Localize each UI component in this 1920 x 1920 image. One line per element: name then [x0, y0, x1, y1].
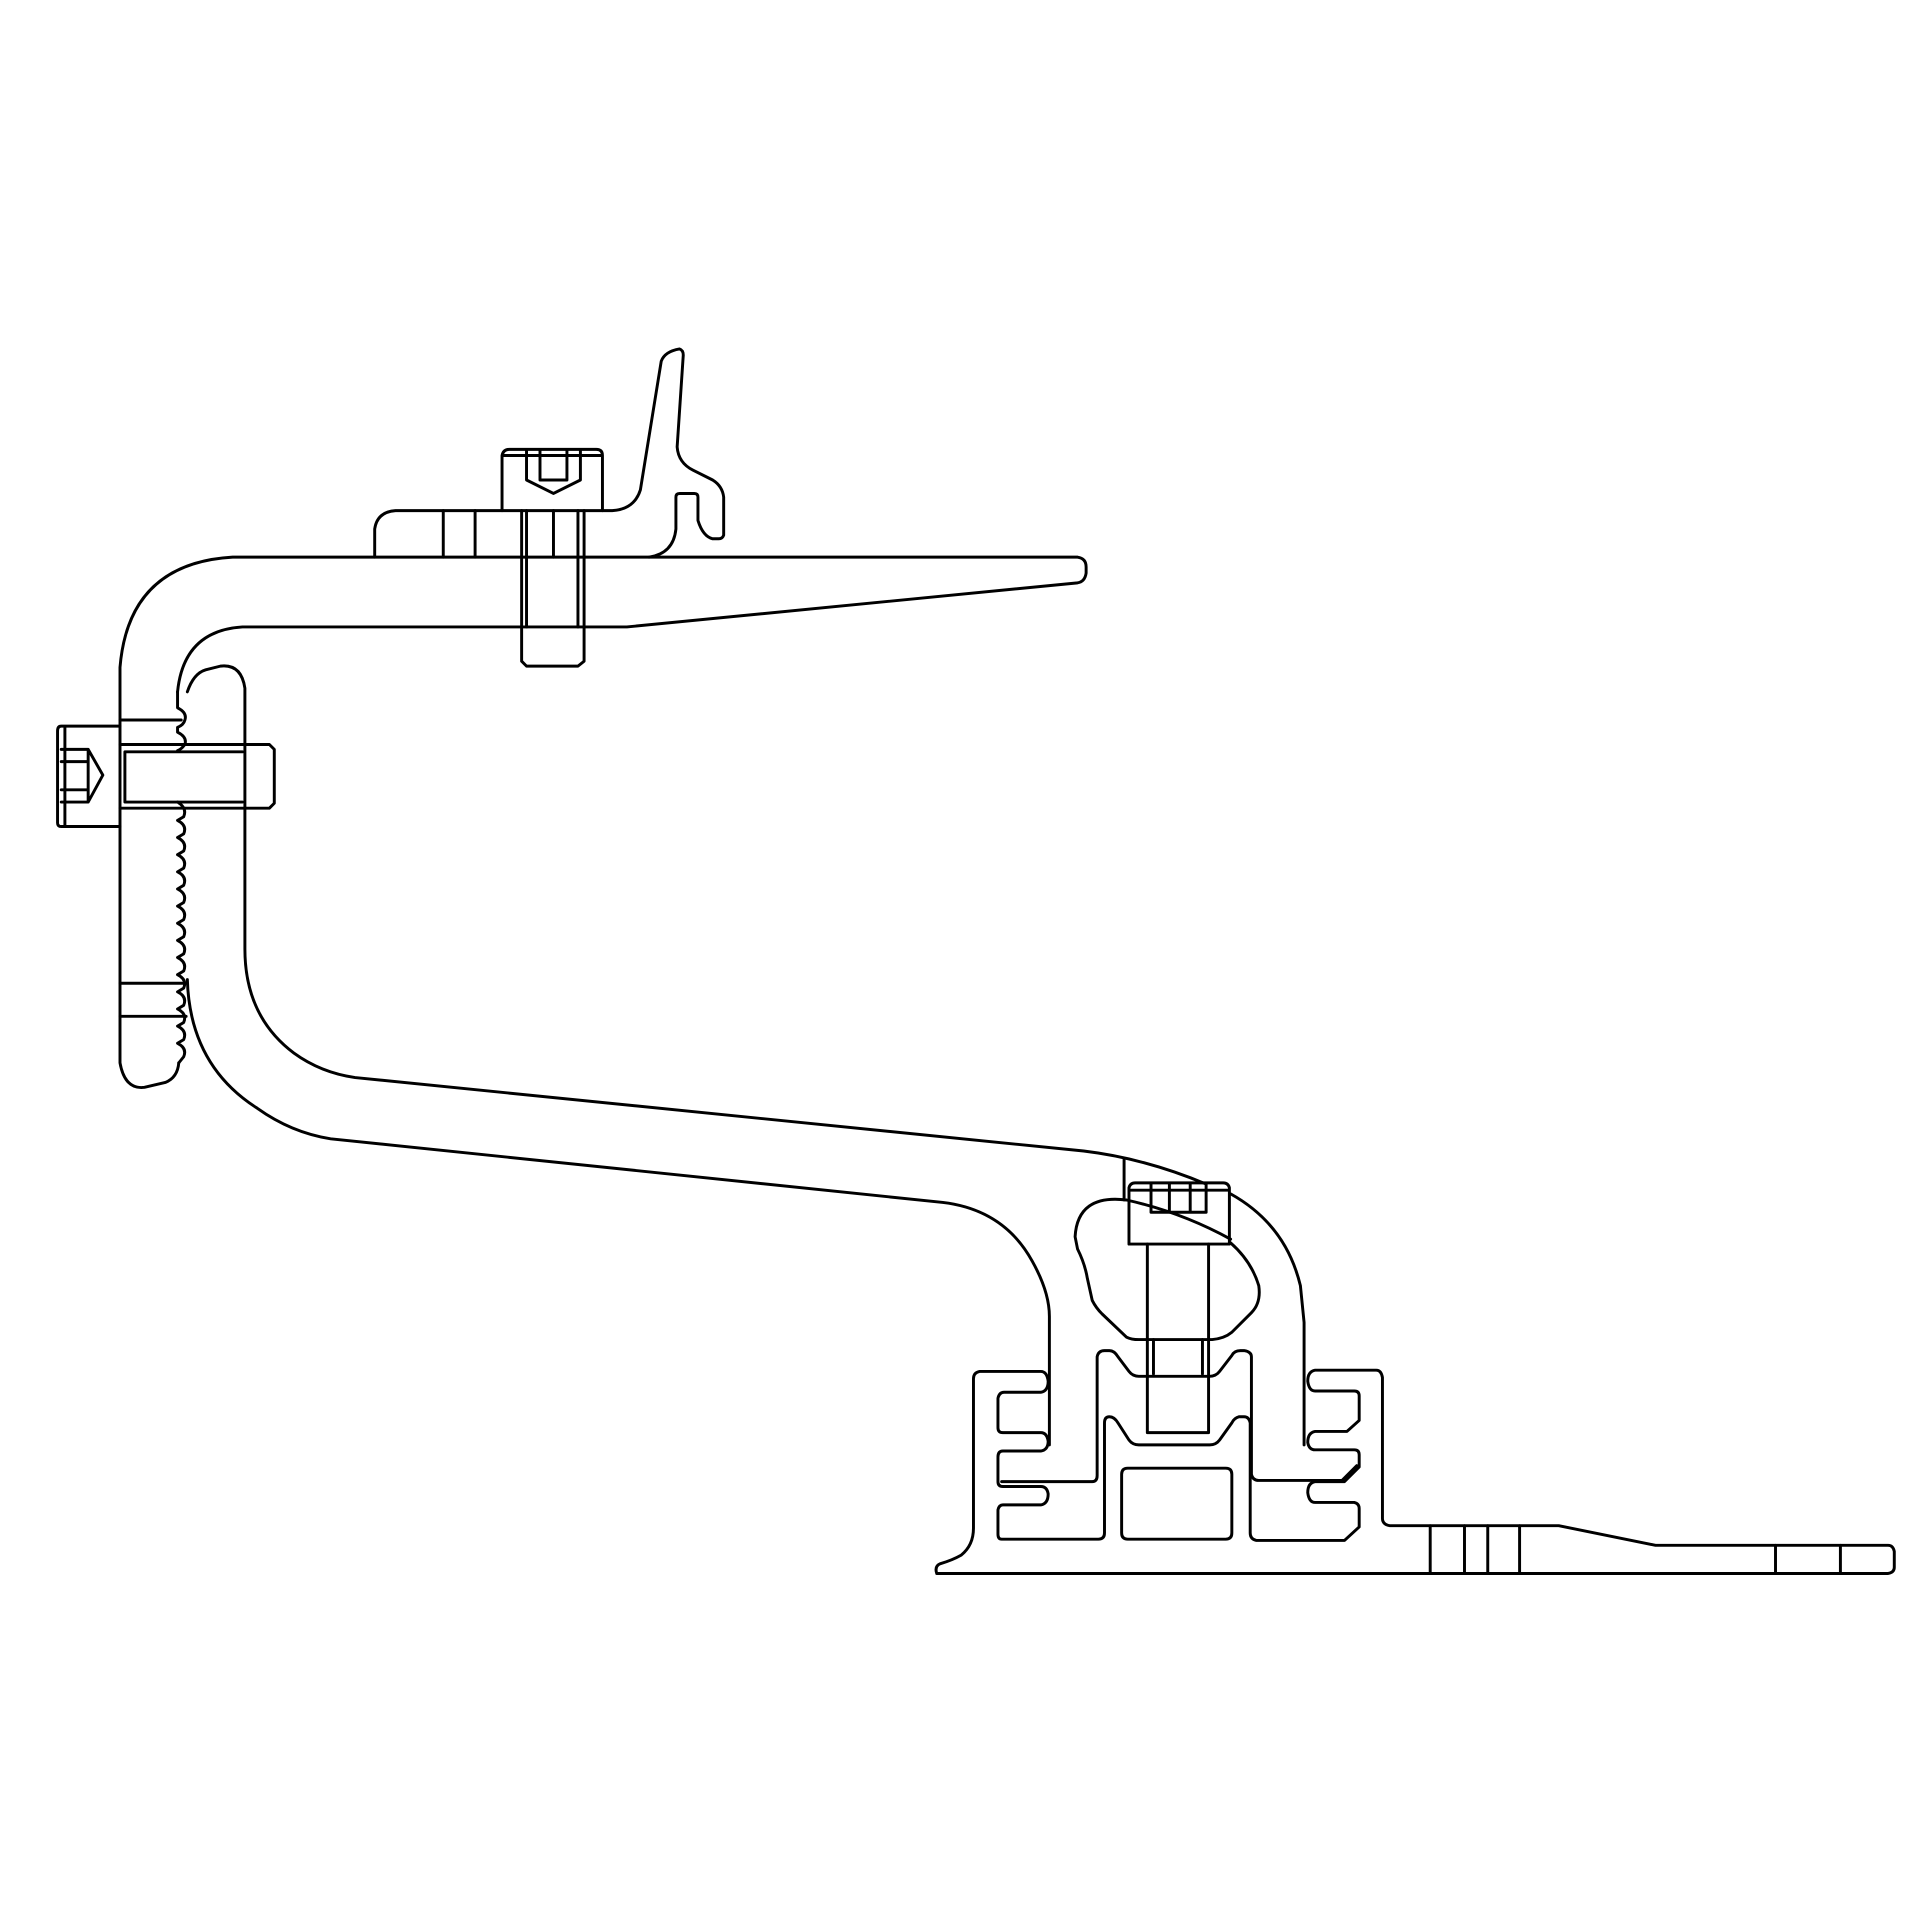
- base-slot: [1120, 1466, 1234, 1541]
- top-bolt-shank: [520, 509, 586, 668]
- side-bolt-shank: [118, 743, 276, 810]
- wedge-nut: [1073, 1156, 1261, 1342]
- base-rail: [934, 1368, 1896, 1575]
- top-bolt-head: [500, 447, 604, 513]
- lower-arm: [185, 978, 1306, 1447]
- serrated-plate: [176, 690, 187, 1065]
- side-bolt-head: [56, 724, 122, 829]
- middle-bolt-shank: [1145, 1242, 1211, 1435]
- middle-bolt-head: [1127, 1181, 1231, 1246]
- top-clamp-ribs: [441, 509, 477, 559]
- base-ribs: [1428, 1524, 1842, 1575]
- upper-arm: [118, 555, 1088, 1089]
- base-channel: [1000, 1349, 1359, 1484]
- side-plate-bands: [118, 718, 188, 1018]
- side-plate: [185, 664, 1208, 1186]
- top-clamp: [373, 347, 726, 559]
